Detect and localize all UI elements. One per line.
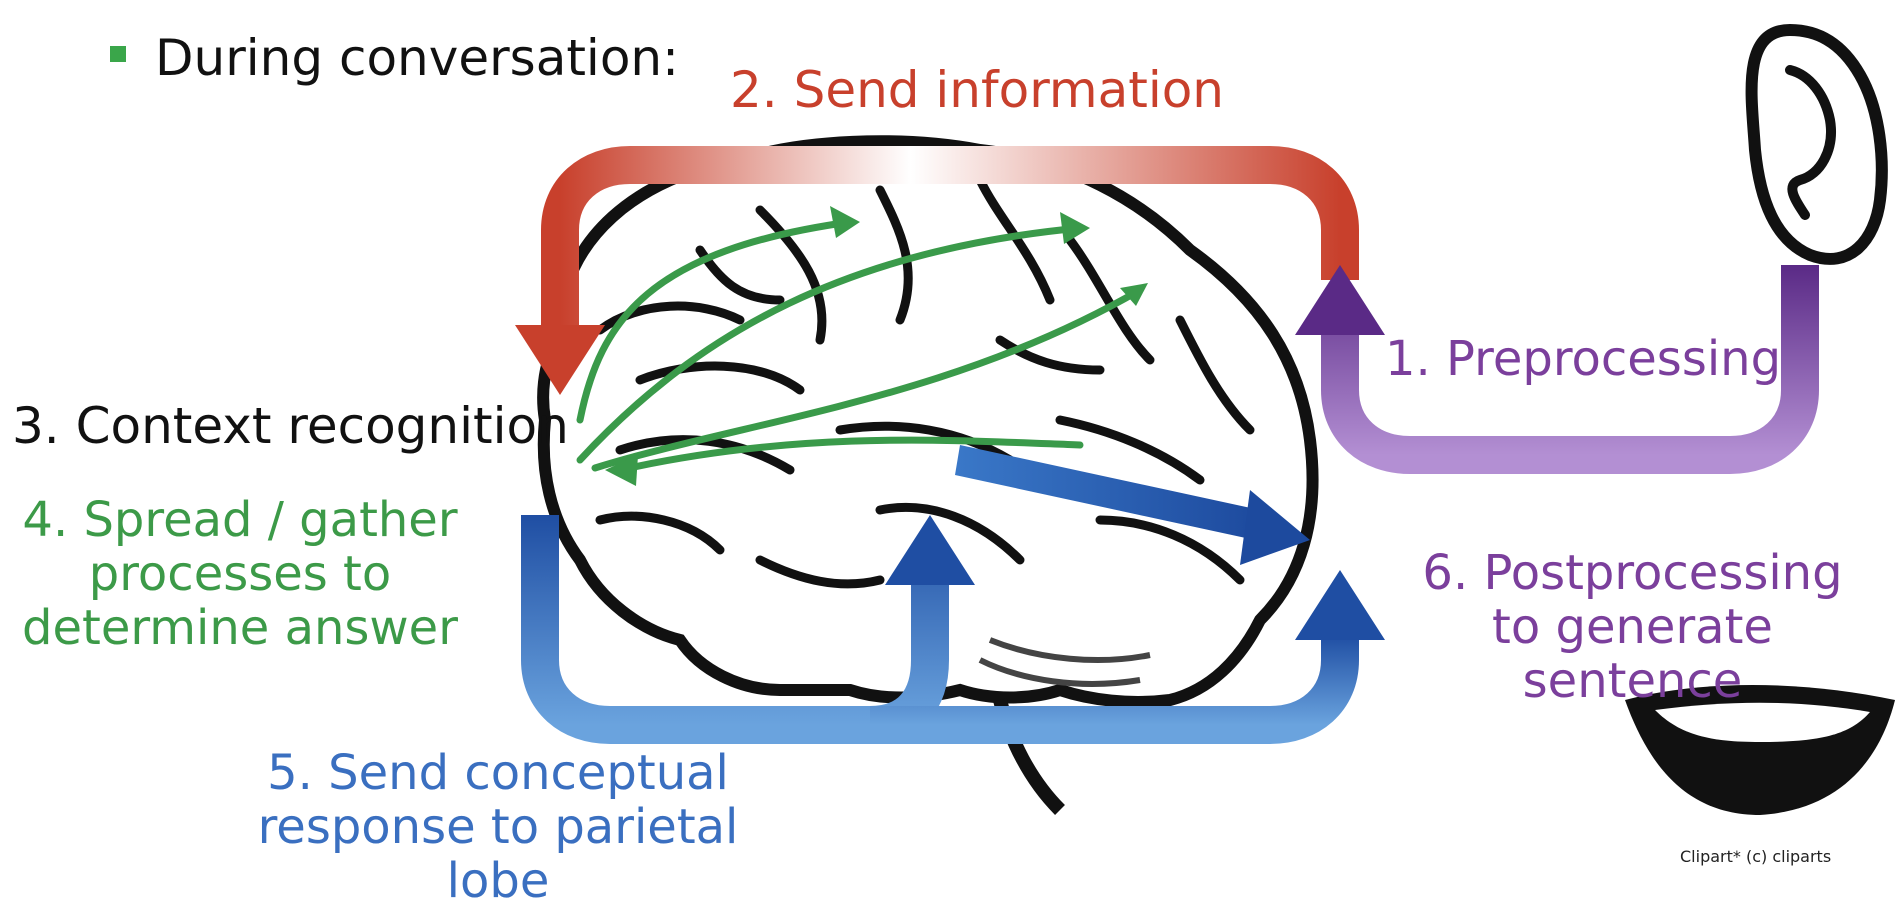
step-preprocessing-label: 1. Preprocessing <box>1385 331 1782 387</box>
ear-icon <box>1745 23 1888 265</box>
preprocessing-arrow <box>1295 265 1819 474</box>
step-context-recognition-label: 3. Context recognition <box>12 397 569 455</box>
spread-gather-arrows <box>576 218 1144 474</box>
diagonal-blue-arrow <box>955 445 1310 565</box>
step-postprocessing-label: 6. Postprocessing to generate sentence <box>1422 545 1843 709</box>
step-send-information-label: 2. Send information <box>730 61 1224 119</box>
step-spread-gather-label: 4. Spread / gather processes to determin… <box>22 492 458 656</box>
diagram-graphics <box>515 23 1895 815</box>
step-send-conceptual-label: 5. Send conceptual response to parietal … <box>257 745 739 909</box>
send-information-arrow <box>515 146 1359 395</box>
clipart-credit: Clipart* (c) cliparts <box>1680 847 1832 866</box>
bullet-marker <box>110 46 126 62</box>
diagram-stage: During conversation: 2. Send information… <box>12 23 1895 907</box>
bullet-text: During conversation: <box>155 29 679 87</box>
send-conceptual-arrow <box>521 515 1385 744</box>
green-arrowheads <box>605 206 1148 486</box>
mouth-icon <box>1625 685 1895 815</box>
brain-icon <box>537 135 1319 815</box>
